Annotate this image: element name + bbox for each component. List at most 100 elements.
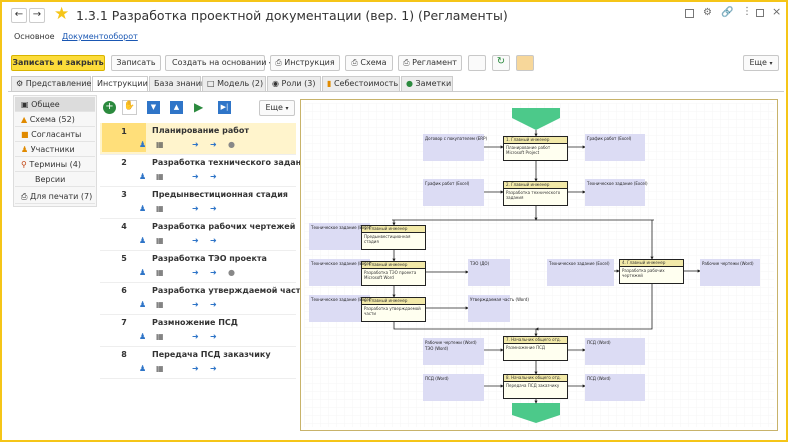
sidebar-item-participants[interactable]: ♟ Участники <box>15 142 95 157</box>
disk-icon[interactable]: ● <box>228 268 235 277</box>
sidebar-item-label: Согласанты <box>31 130 82 139</box>
sidebar-item-label: Термины (4) <box>29 160 81 169</box>
settings-icon[interactable]: ⚙ <box>703 7 712 18</box>
calendar-icon[interactable]: ▦ <box>156 364 164 373</box>
calendar-icon[interactable]: ▦ <box>156 204 164 213</box>
tab-knowledge[interactable]: База знаний <box>149 76 206 91</box>
sidebar-item-versions[interactable]: Версии <box>15 172 95 187</box>
tab-label: Инструкции <box>97 79 148 88</box>
print-icon[interactable] <box>685 9 694 18</box>
sidebar-item-label: Участники <box>30 145 75 154</box>
back-button[interactable]: ← <box>11 8 27 23</box>
process-task[interactable]: 8. Начальник общего отд.Передача ПСД зак… <box>503 374 568 399</box>
calendar-icon[interactable]: ▦ <box>156 300 164 309</box>
report-icon[interactable] <box>468 55 486 71</box>
sidebar-item-print[interactable]: ⎙ Для печати (7) <box>15 189 95 204</box>
move-down-icon[interactable]: ▼ <box>147 101 160 114</box>
sidebar-item-general[interactable]: ▣ Общее <box>15 97 95 112</box>
scheme-button[interactable]: ⎙ Схема <box>345 55 393 71</box>
tab-model[interactable]: □ Модель (2) <box>202 76 266 91</box>
menu-icon[interactable]: ⋮ <box>742 6 752 17</box>
calendar-icon[interactable]: ▦ <box>156 332 164 341</box>
nav-docflow[interactable]: Документооборот <box>62 32 138 41</box>
tab-cost[interactable]: ▮ Себестоимость <box>322 76 400 91</box>
enter-icon[interactable]: ➜ <box>192 364 199 373</box>
lane-block <box>309 295 370 322</box>
enter-icon[interactable]: ➜ <box>192 172 199 181</box>
exit-icon[interactable]: ➜ <box>210 364 217 373</box>
tab-roles[interactable]: ◉ Роли (3) <box>267 76 321 91</box>
user-icon[interactable]: ♟ <box>139 236 147 245</box>
tab-representation[interactable]: ⚙ Представление <box>11 76 91 91</box>
exit-icon[interactable]: ➜ <box>210 172 217 181</box>
add-icon[interactable]: + <box>103 101 116 114</box>
list-item[interactable] <box>100 187 296 219</box>
exit-icon[interactable]: ➜ <box>210 300 217 309</box>
row-title: Разработка утверждаемой части <box>152 286 306 295</box>
enter-icon[interactable]: ➜ <box>192 204 199 213</box>
exit-icon[interactable]: ➜ <box>210 332 217 341</box>
star-icon[interactable]: ★ <box>54 4 70 24</box>
sidebar-item-terms[interactable]: ⚲ Термины (4) <box>15 157 95 172</box>
list-item[interactable] <box>100 155 296 187</box>
user-icon[interactable]: ♟ <box>139 332 147 341</box>
play-icon[interactable]: ▶ <box>194 100 204 114</box>
create-based-button[interactable]: Создать на основании ▾ <box>165 55 272 71</box>
exit-icon[interactable]: ➜ <box>210 236 217 245</box>
list-item[interactable] <box>100 219 296 251</box>
enter-icon[interactable]: ➜ <box>192 268 199 277</box>
calendar-icon[interactable]: ▦ <box>156 172 164 181</box>
exit-icon[interactable]: ➜ <box>210 268 217 277</box>
calendar-icon[interactable]: ▦ <box>156 236 164 245</box>
user-icon[interactable]: ♟ <box>139 140 147 149</box>
list-more-button[interactable]: Еще ▾ <box>259 100 295 116</box>
more-button[interactable]: Еще ▾ <box>743 55 779 71</box>
list-item[interactable] <box>100 283 296 315</box>
settings-toggle-icon[interactable] <box>516 55 534 71</box>
calendar-icon[interactable]: ▦ <box>156 140 164 149</box>
list-item[interactable] <box>100 347 296 379</box>
sidebar-item-approvers[interactable]: ■ Согласанты <box>15 127 95 142</box>
sidebar-item-scheme[interactable]: ▲ Схема (52) <box>15 112 95 127</box>
user-icon[interactable]: ♟ <box>139 172 147 181</box>
regulation-label: Регламент <box>412 58 457 67</box>
close-icon[interactable]: × <box>772 5 782 18</box>
refresh-icon[interactable]: ↻ <box>492 55 510 71</box>
forward-button[interactable]: → <box>29 8 45 23</box>
key-icon: ⚲ <box>21 160 27 169</box>
list-item[interactable] <box>100 251 296 283</box>
move-up-icon[interactable]: ▲ <box>170 101 183 114</box>
hand-icon[interactable]: ✋ <box>122 100 137 115</box>
skip-end-icon[interactable]: ▶| <box>218 101 231 114</box>
nav-main[interactable]: Основное <box>14 32 55 41</box>
list-item[interactable] <box>100 315 296 347</box>
user-icon[interactable]: ♟ <box>139 204 147 213</box>
enter-icon[interactable]: ➜ <box>192 140 199 149</box>
save-button[interactable]: Записать <box>111 55 161 71</box>
save-close-button[interactable]: Записать и закрыть <box>11 55 105 71</box>
process-task[interactable]: 7. Начальник общего отд.Размножение ПСД <box>503 336 568 361</box>
enter-icon[interactable]: ➜ <box>192 300 199 309</box>
tab-instructions[interactable]: Инструкции <box>92 76 148 92</box>
instruction-button[interactable]: ⎙ Инструкция <box>270 55 340 71</box>
regulation-button[interactable]: ⎙ Регламент <box>398 55 462 71</box>
calendar-icon[interactable]: ▦ <box>156 268 164 277</box>
link-icon[interactable]: 🔗 <box>721 7 734 18</box>
disk-icon[interactable]: ● <box>228 140 235 149</box>
user-icon[interactable]: ♟ <box>139 364 147 373</box>
user-icon[interactable]: ♟ <box>139 300 147 309</box>
task-body: Разработка технического задания <box>504 189 567 201</box>
enter-icon[interactable]: ➜ <box>192 332 199 341</box>
exit-icon[interactable]: ➜ <box>210 140 217 149</box>
user-icon[interactable]: ♟ <box>139 268 147 277</box>
maximize-icon[interactable] <box>756 9 764 17</box>
enter-icon[interactable]: ➜ <box>192 236 199 245</box>
exit-icon[interactable]: ➜ <box>210 204 217 213</box>
tab-notes[interactable]: ● Заметки <box>401 76 453 91</box>
